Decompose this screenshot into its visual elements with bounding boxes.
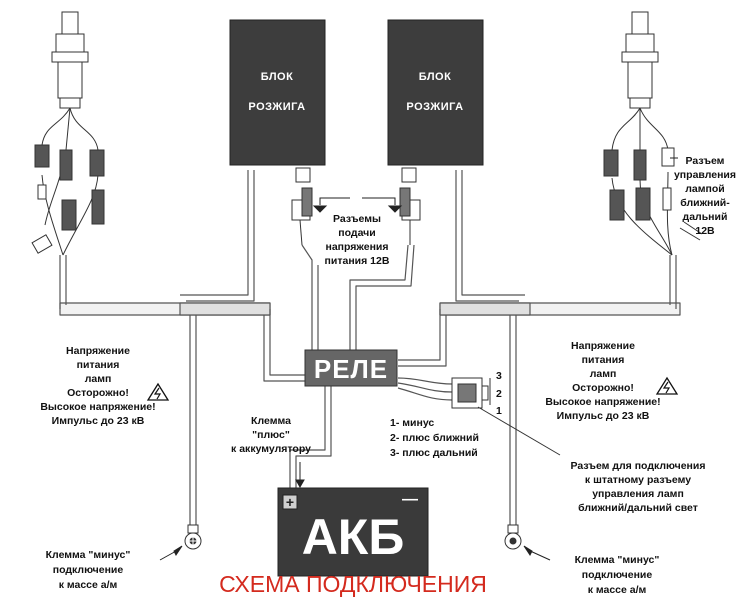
battery-label: АКБ — [302, 509, 405, 565]
ground-clamp-right — [504, 524, 522, 550]
svg-text:питания: питания — [582, 354, 625, 366]
svg-text:лампой: лампой — [685, 183, 725, 195]
svg-text:подачи: подачи — [338, 227, 375, 239]
svg-text:Осторожно!: Осторожно! — [67, 387, 129, 399]
power-connector-left — [291, 167, 313, 246]
ignition-unit-left-line1: БЛОК — [261, 71, 294, 83]
battery-minus-terminal: — — [402, 491, 418, 508]
ground-arrows — [159, 545, 551, 561]
power-connectors-label: Разъемы подачи напряжения питания 12В — [325, 213, 390, 267]
ground-clamp-left-label: Клемма "минус" подключение к массе а/м — [46, 549, 131, 591]
lamp-control-connector-label: Разъем управления лампой ближний- дальни… — [674, 155, 736, 237]
svg-text:ламп: ламп — [590, 368, 617, 380]
svg-text:ламп: ламп — [85, 373, 112, 385]
svg-text:Разъем: Разъем — [686, 155, 725, 167]
svg-text:Осторожно!: Осторожно! — [572, 382, 634, 394]
svg-text:2- плюс ближний: 2- плюс ближний — [390, 432, 479, 444]
relay-pin-numbers: 3 2 1 — [496, 370, 502, 417]
battery-plus-arrow — [295, 462, 305, 489]
svg-text:Напряжение: Напряжение — [66, 345, 130, 357]
svg-text:"плюс": "плюс" — [252, 429, 290, 441]
svg-text:1: 1 — [496, 405, 502, 417]
relay-box: РЕЛЕ — [304, 349, 398, 387]
power-connector-right — [399, 167, 421, 245]
svg-text:Клемма: Клемма — [251, 415, 291, 427]
svg-text:Импульс до 23 кВ: Импульс до 23 кВ — [557, 410, 650, 422]
warning-icon-left — [146, 382, 170, 401]
svg-text:Высокое напряжение!: Высокое напряжение! — [545, 396, 660, 408]
ignition-unit-right: БЛОК РОЗЖИГА — [387, 19, 484, 166]
svg-text:Высокое напряжение!: Высокое напряжение! — [40, 401, 155, 413]
svg-text:Разъем для подключения: Разъем для подключения — [571, 460, 706, 472]
svg-text:напряжения: напряжения — [326, 241, 389, 253]
svg-text:к аккумулятору: к аккумулятору — [231, 443, 311, 455]
diagram-title: СХЕМА ПОДКЛЮЧЕНИЯ — [219, 571, 487, 597]
svg-text:ближний-: ближний- — [680, 197, 730, 209]
battery-plus-terminal: + — [286, 494, 294, 510]
battery: + — АКБ — [277, 487, 429, 577]
stock-connector — [451, 377, 561, 456]
battery-plus-clamp-label: Клемма "плюс" к аккумулятору — [231, 415, 311, 455]
ground-clamp-left — [184, 524, 202, 550]
ground-clamp-right-label: Клемма "минус" подключение к массе а/м — [575, 554, 660, 596]
svg-text:к штатному разъему: к штатному разъему — [585, 474, 691, 486]
relay-label: РЕЛЕ — [314, 354, 388, 384]
relay-pin-legend: 1- минус 2- плюс ближний 3- плюс дальний — [390, 417, 479, 459]
svg-text:питания: питания — [77, 359, 120, 371]
svg-text:ближний/дальний свет: ближний/дальний свет — [578, 502, 698, 514]
warning-icon-right — [655, 376, 679, 395]
svg-text:к массе а/м: к массе а/м — [588, 584, 647, 596]
wires — [59, 170, 681, 530]
svg-text:12В: 12В — [695, 225, 715, 237]
lamp-voltage-left-label: Напряжение питания ламп Осторожно! Высок… — [40, 345, 155, 427]
power-connector-arrows — [312, 197, 403, 213]
svg-text:1- минус: 1- минус — [390, 417, 434, 429]
svg-text:к массе а/м: к массе а/м — [59, 579, 118, 591]
svg-text:управления: управления — [674, 169, 736, 181]
svg-text:3: 3 — [496, 370, 502, 382]
svg-text:Напряжение: Напряжение — [571, 340, 635, 352]
right-lamp-harness — [603, 11, 703, 256]
svg-text:Клемма "минус": Клемма "минус" — [46, 549, 131, 561]
svg-text:подключение: подключение — [582, 569, 653, 581]
svg-text:Разъемы: Разъемы — [333, 213, 381, 225]
svg-text:3- плюс дальний: 3- плюс дальний — [390, 447, 478, 459]
left-lamp-harness — [31, 11, 105, 256]
svg-text:Клемма "минус": Клемма "минус" — [575, 554, 660, 566]
svg-text:2: 2 — [496, 388, 502, 400]
ignition-unit-left: БЛОК РОЗЖИГА — [229, 19, 326, 166]
svg-text:подключение: подключение — [53, 564, 124, 576]
stock-connector-label: Разъем для подключения к штатному разъем… — [571, 460, 706, 514]
ignition-unit-right-line1: БЛОК — [419, 71, 452, 83]
svg-text:Импульс до 23 кВ: Импульс до 23 кВ — [52, 415, 145, 427]
ignition-unit-left-line2: РОЗЖИГА — [248, 101, 305, 113]
ignition-unit-right-line2: РОЗЖИГА — [406, 101, 463, 113]
svg-text:управления ламп: управления ламп — [592, 488, 684, 500]
lamp-voltage-right-label: Напряжение питания ламп Осторожно! Высок… — [545, 340, 660, 422]
svg-text:питания 12В: питания 12В — [325, 255, 390, 267]
svg-text:дальний: дальний — [683, 211, 728, 223]
